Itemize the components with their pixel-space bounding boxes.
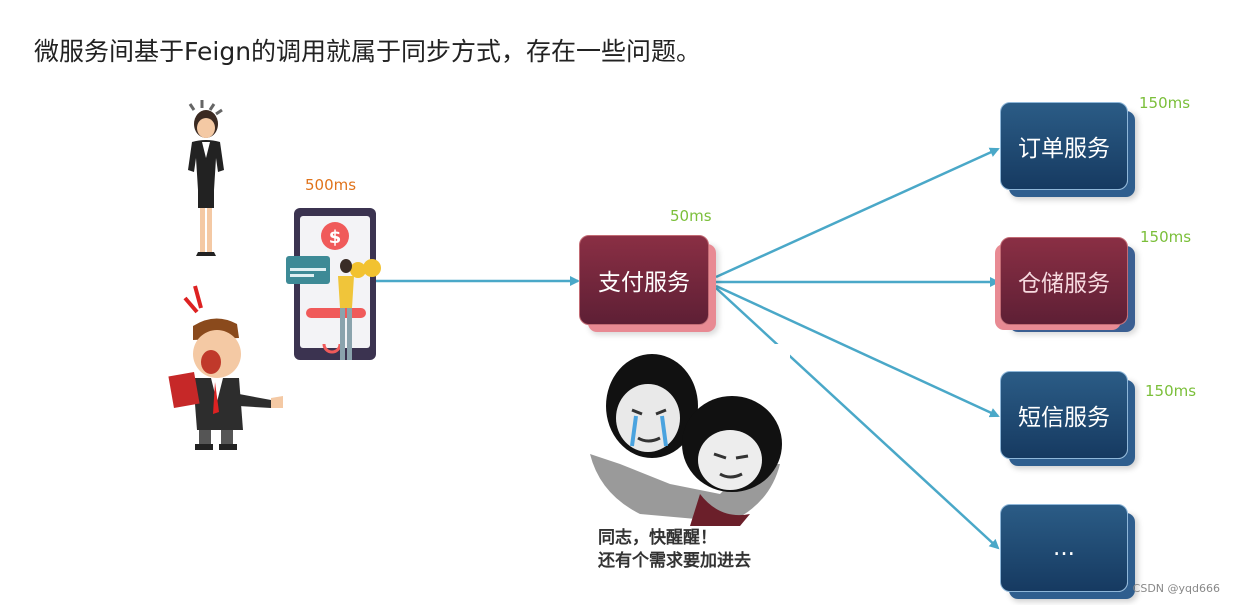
client-latency-label: 500ms (305, 176, 357, 194)
arrow-pay-to-order (715, 147, 1000, 279)
storage-latency-label: 150ms (1140, 228, 1192, 246)
sms-service-node: 短信服务 (1000, 371, 1128, 459)
angry-woman-illustration (188, 100, 224, 256)
order-service-node: 订单服务 (1000, 102, 1128, 190)
pay-latency-label: 50ms (670, 207, 712, 225)
watermark: CSDN @yqd666 (1132, 582, 1220, 595)
shouting-man-illustration (168, 285, 283, 450)
meme-caption-line1: 同志，快醒醒！ (598, 528, 717, 548)
slide-title: 微服务间基于Feign的调用就属于同步方式，存在一些问题。 (34, 37, 702, 66)
svg-text:$: $ (329, 227, 342, 248)
more-services-node: ... (1000, 504, 1128, 592)
order-latency-label: 150ms (1139, 94, 1191, 112)
sms-latency-label: 150ms (1145, 382, 1197, 400)
storage-service-node: 仓储服务 (1000, 237, 1128, 325)
meme-caption: 同志，快醒醒！ 还有个需求要加进去 (598, 527, 751, 573)
meme-crying-illustration (580, 344, 790, 526)
meme-caption-line2: 还有个需求要加进去 (598, 551, 751, 571)
phone-payment-illustration: $ (286, 208, 381, 360)
pay-service-node: 支付服务 (579, 235, 709, 325)
